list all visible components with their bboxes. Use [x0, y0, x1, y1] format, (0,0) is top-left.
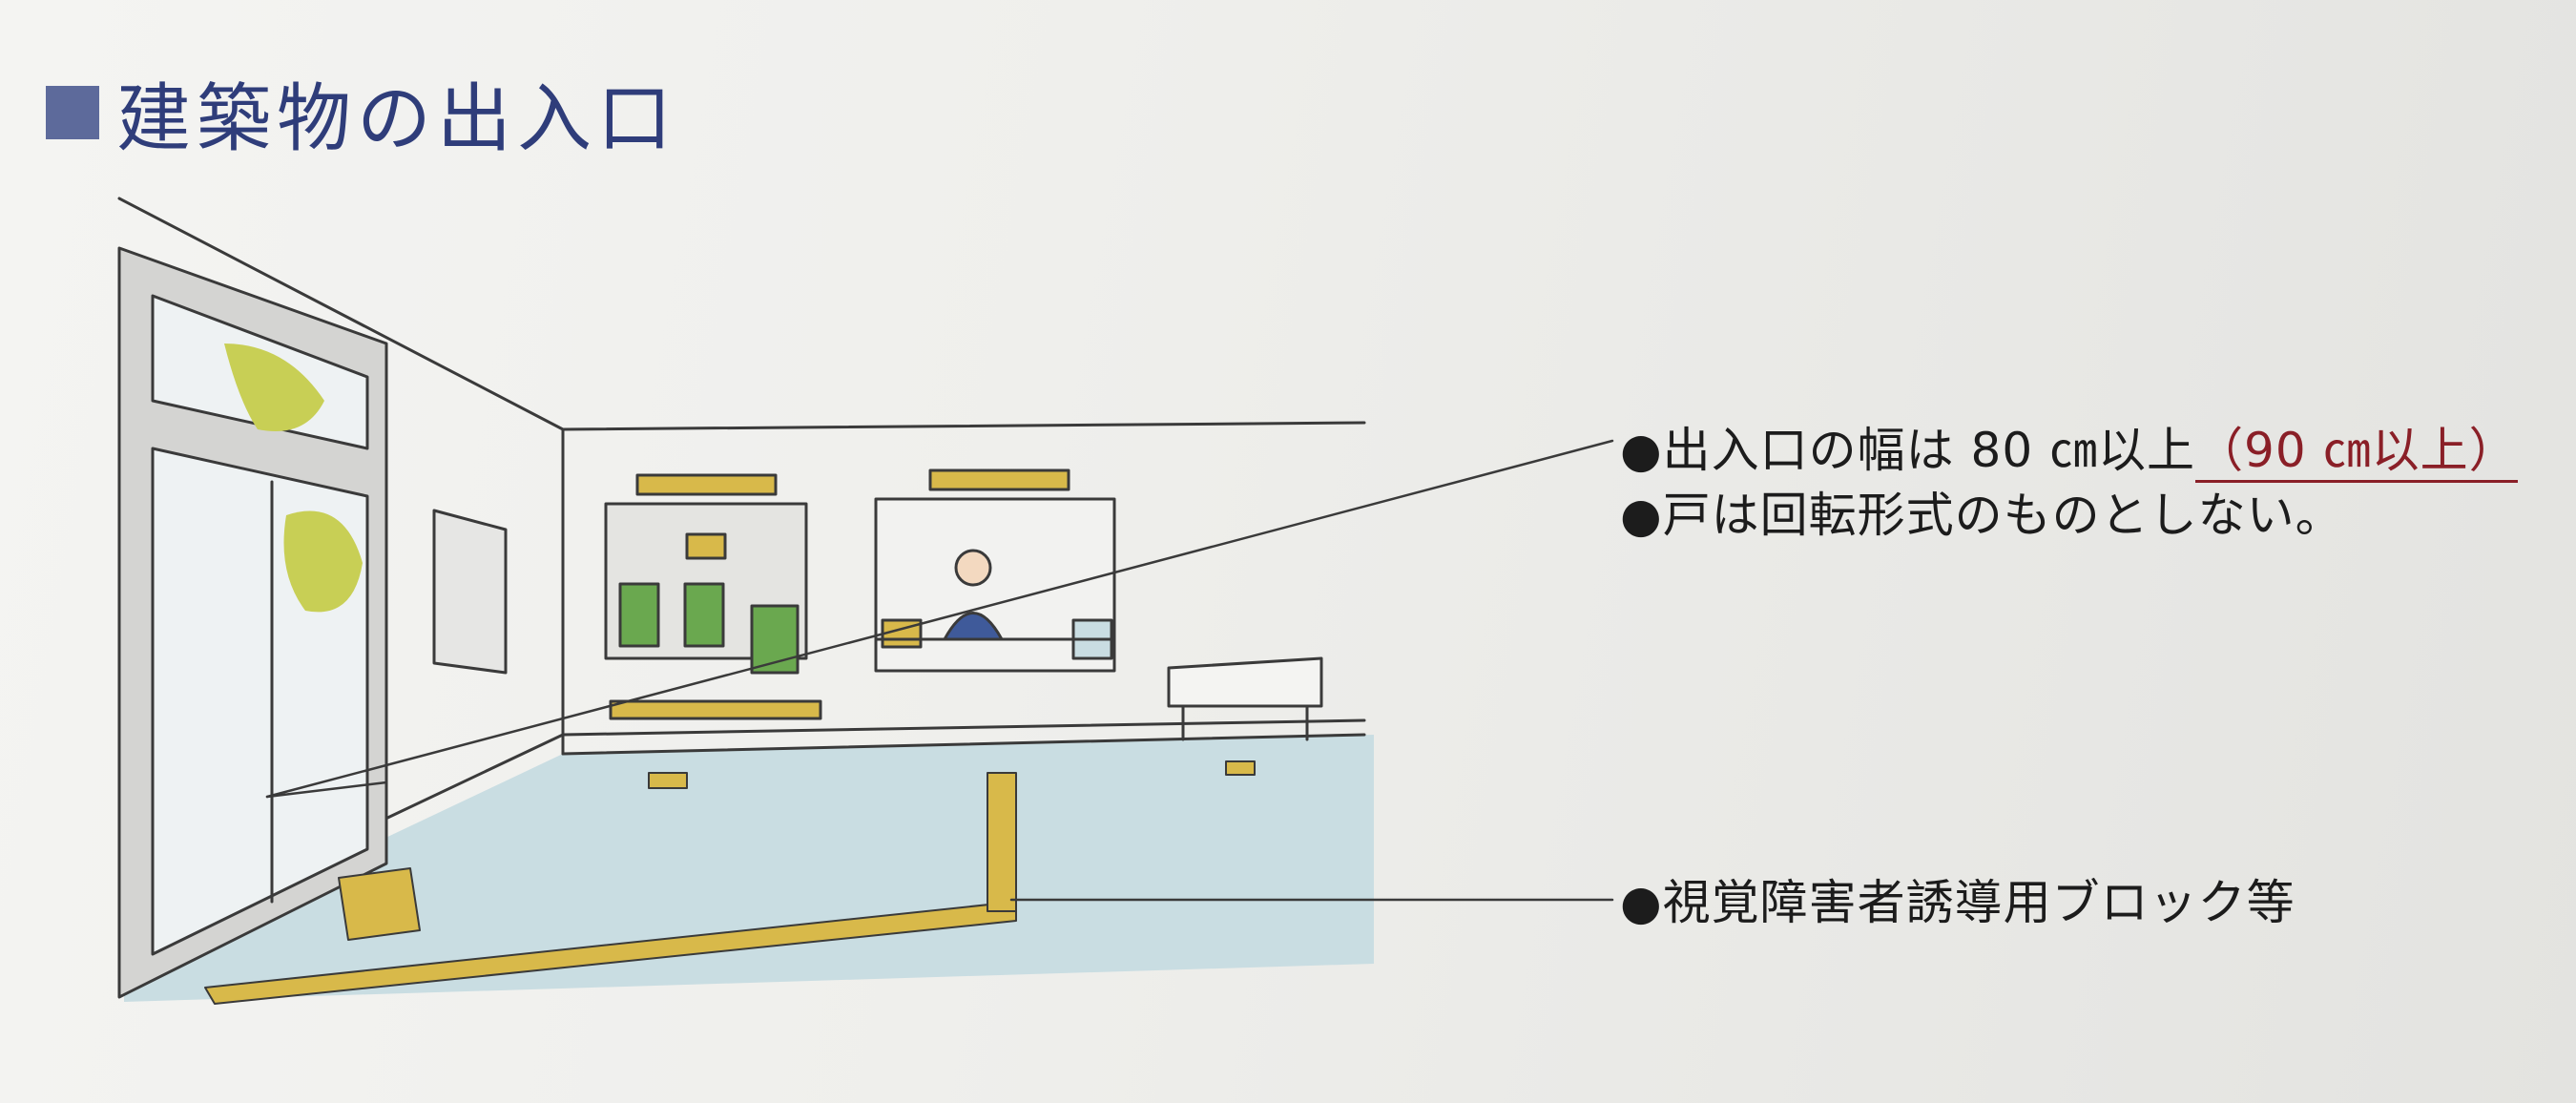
- note-text: 戸は回転形式のものとしない。: [1662, 488, 2344, 543]
- leader-line-door: [265, 439, 1614, 799]
- note-text: 視覚障害者誘導用ブロック等: [1662, 875, 2296, 930]
- note-text: 出入口の幅は 80 ㎝以上: [1662, 423, 2196, 478]
- entrance-door: [117, 246, 388, 999]
- heading-square-icon: [46, 86, 99, 139]
- bench: [1167, 656, 1323, 741]
- floor: [124, 735, 1374, 1002]
- foliage-reflection: [224, 343, 324, 431]
- receptionist-head: [954, 549, 992, 587]
- back-wall-top: [561, 421, 1366, 431]
- wall-panel: [432, 509, 508, 675]
- back-wall-floor-edge: [561, 718, 1366, 737]
- ceiling-edge: [117, 197, 565, 431]
- note-highlight: （90 ㎝以上）: [2195, 423, 2518, 483]
- page-title: 建築物の出入口: [116, 76, 678, 162]
- bullet-icon: ●: [1620, 423, 1663, 478]
- tactile-guide-blocks: [204, 760, 1256, 1005]
- left-wall-floor-edge: [380, 733, 565, 822]
- note-no-revolving-door: ●戸は回転形式のものとしない。: [1620, 477, 2344, 546]
- note-tactile-blocks: ●視覚障害者誘導用ブロック等: [1620, 864, 2296, 933]
- bullet-icon: ●: [1620, 488, 1663, 543]
- information-desk: [874, 468, 1116, 673]
- note-entrance-width: ●出入口の幅は 80 ㎝以上（90 ㎝以上）: [1620, 412, 2518, 483]
- section-heading: 建築物の出入口: [46, 65, 677, 162]
- receptionist-body: [943, 612, 1004, 641]
- phone-alcove: [604, 473, 808, 675]
- bullet-icon: ●: [1620, 875, 1663, 930]
